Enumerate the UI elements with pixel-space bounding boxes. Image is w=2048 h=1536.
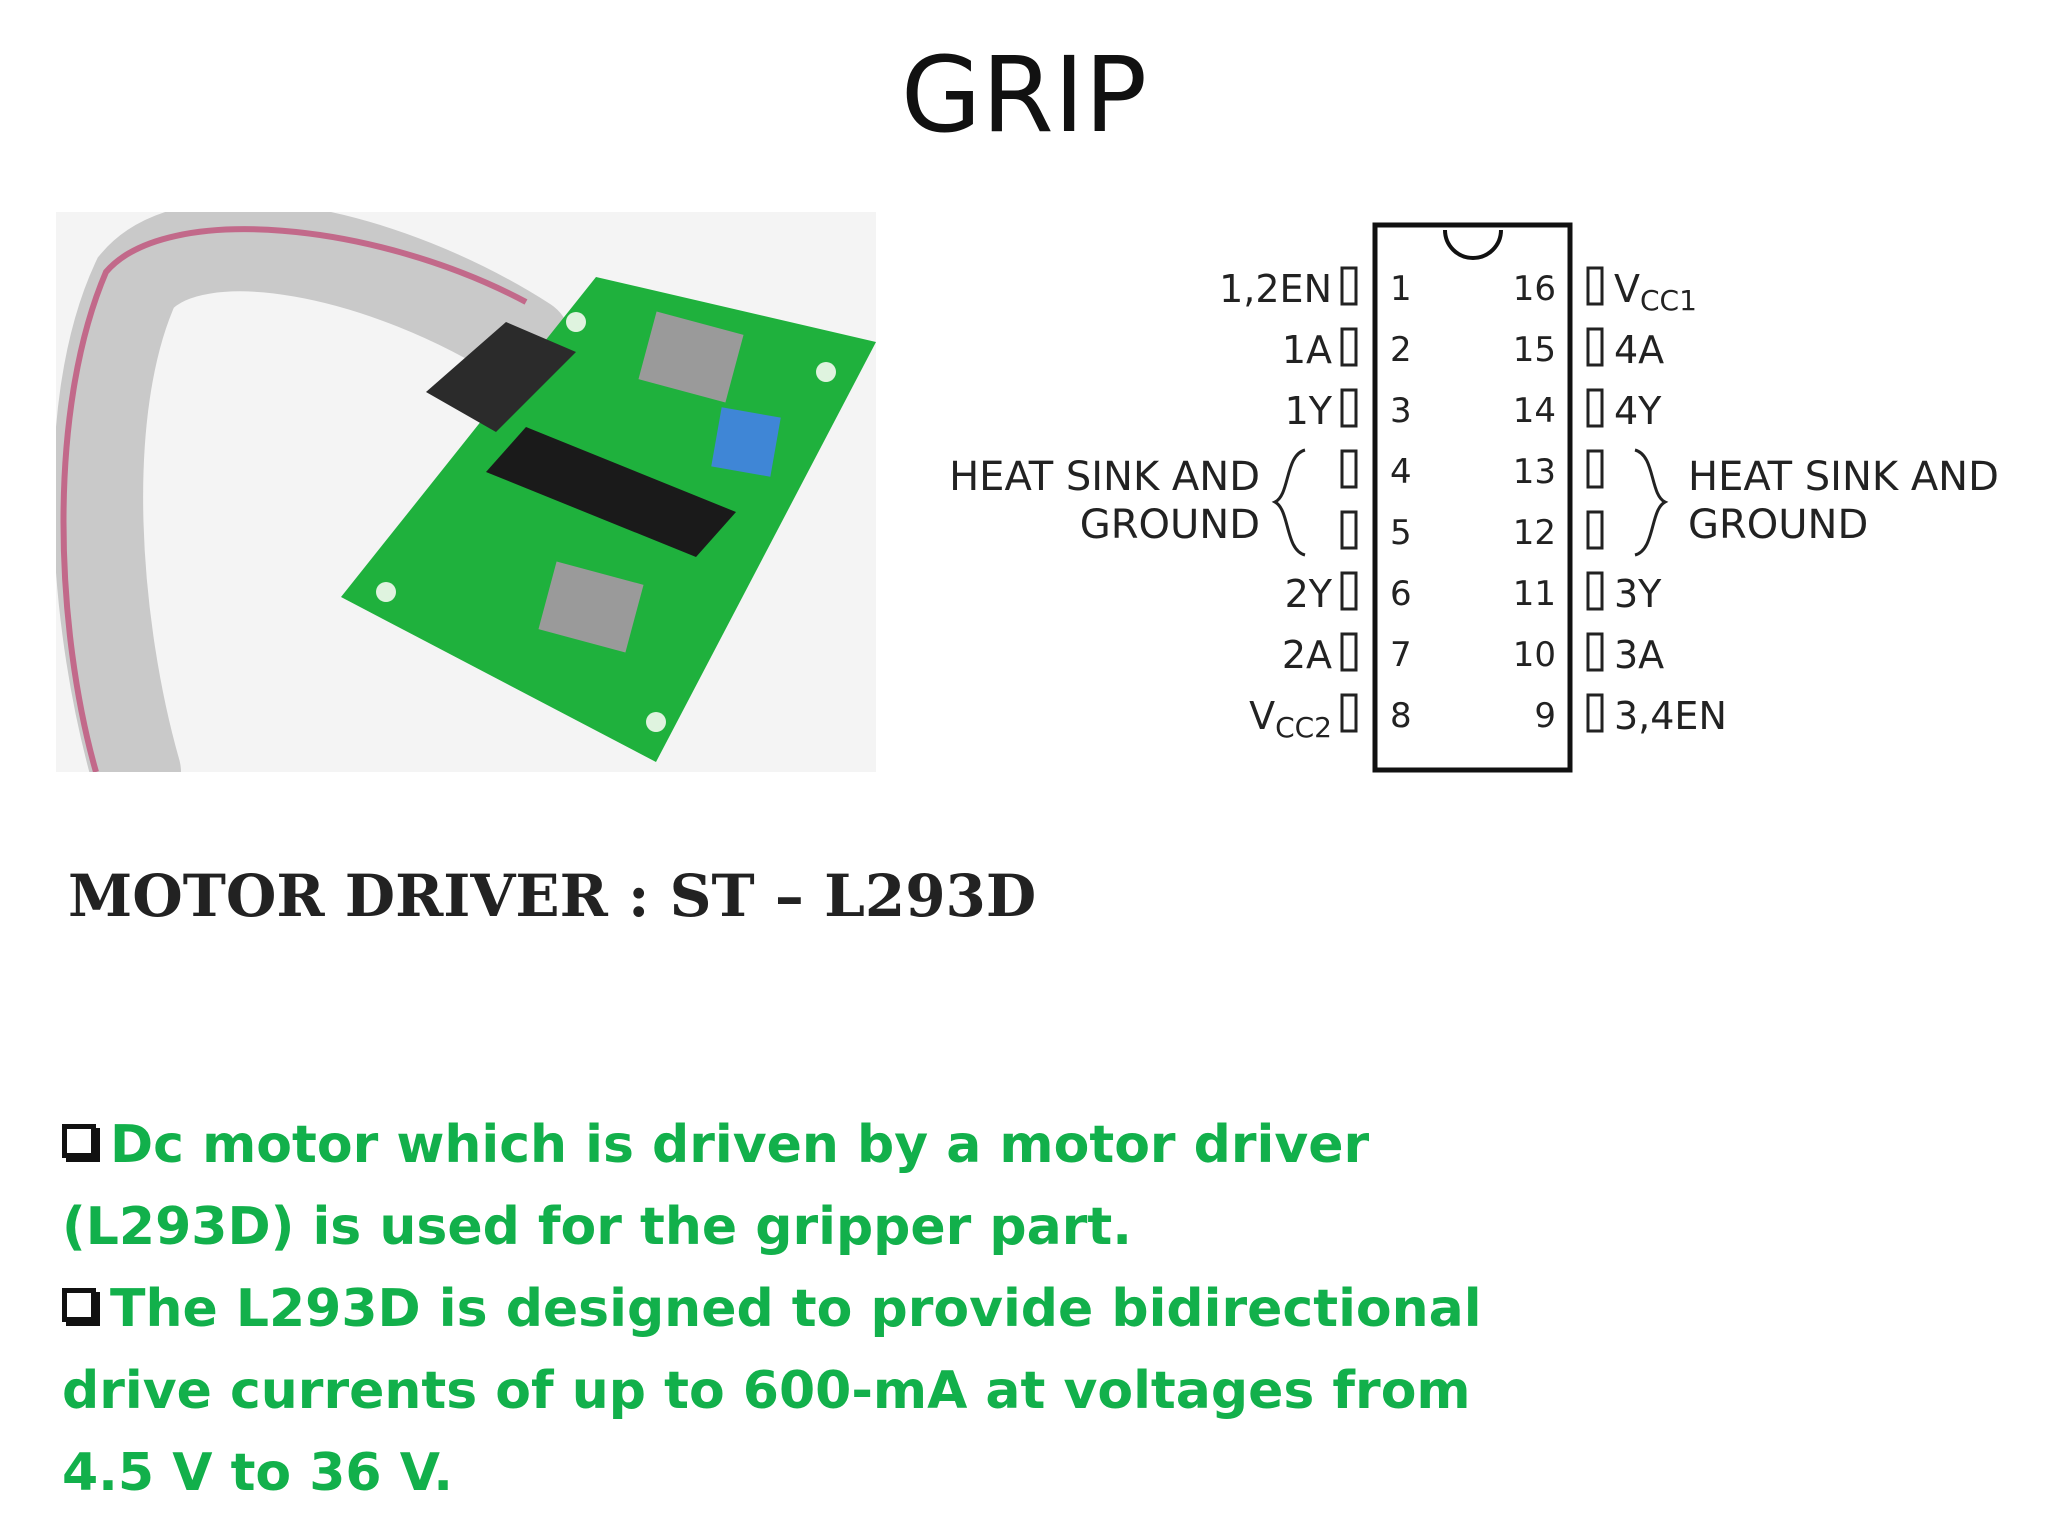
pin-label: 2Y [1285,572,1333,616]
pin-box-left [1340,388,1358,428]
heat-sink-left-line2: GROUND [1080,502,1260,548]
pin-box-left [1340,266,1358,306]
pin-label: 3Y [1614,572,1662,616]
pin-label: 1A [1282,328,1332,372]
pin-label: 3,4EN [1614,694,1727,738]
pin-box-right [1586,266,1604,306]
pin-label: 2A [1282,633,1332,677]
pin-box-left [1340,327,1358,367]
pin-number: 6 [1390,574,1412,614]
pin-label: 1,2EN [1219,267,1332,311]
pin-number: 1 [1390,269,1412,309]
pin-box-left [1340,632,1358,672]
pin-box-right [1586,632,1604,672]
brace-left [1271,448,1306,557]
pin-box-right [1586,693,1604,733]
pin-number: 12 [1513,513,1556,553]
bullet-item-1: Dc motor which is driven by a motor driv… [62,1104,1562,1268]
l293d-pinout-diagram: 1 1,2EN 2 1A 3 1Y 4 5 6 2Y 7 2A 8 VCC2 16 VCC1 15 4A 14 4Y 1… [949,222,1999,773]
pin-box-left [1340,693,1358,733]
pin-box-right [1586,510,1604,550]
pin-number: 14 [1513,391,1556,431]
checkbox-bullet-icon [62,1288,96,1322]
ic-notch [1443,229,1503,260]
heat-sink-right-line2: GROUND [1688,502,1868,548]
pin-box-left [1340,449,1358,489]
pin-label: 4Y [1614,389,1662,433]
brace-right [1634,448,1669,557]
pin-number: 15 [1513,330,1556,370]
pin-number: 2 [1390,330,1412,370]
subtitle-motor-driver: MOTOR DRIVER : ST – L293D [68,862,1037,930]
bullet-item-2: The L293D is designed to provide bidirec… [62,1268,1562,1514]
pin-box-right [1586,327,1604,367]
pin-number: 13 [1513,452,1556,492]
pin-number: 8 [1390,696,1412,736]
pin-box-right [1586,571,1604,611]
heat-sink-right-line1: HEAT SINK AND [1688,454,1999,500]
pin-number: 4 [1390,452,1412,492]
pin-label: VCC1 [1614,267,1697,317]
ic-body [1372,222,1573,773]
pin-label: 1Y [1285,389,1333,433]
pin-box-left [1340,510,1358,550]
motor-driver-board-photo [56,212,876,772]
pin-label: 4A [1614,328,1664,372]
pin-number: 9 [1534,696,1556,736]
pin-box-right [1586,449,1604,489]
pin-box-left [1340,571,1358,611]
pin-label: VCC2 [1249,694,1332,744]
pin-number: 5 [1390,513,1412,553]
slide-title: GRIP [900,34,1148,156]
bullet-list: Dc motor which is driven by a motor driv… [62,1104,1562,1514]
pin-number: 3 [1390,391,1412,431]
pin-box-right [1586,388,1604,428]
pin-number: 16 [1513,269,1556,309]
checkbox-bullet-icon [62,1124,96,1158]
bullet-text-1: Dc motor which is driven by a motor driv… [62,1115,1370,1257]
heat-sink-left-line1: HEAT SINK AND [949,454,1260,500]
bullet-text-2: The L293D is designed to provide bidirec… [62,1279,1482,1503]
pin-number: 10 [1513,635,1556,675]
pin-number: 11 [1513,574,1556,614]
pin-number: 7 [1390,635,1412,675]
pin-label: 3A [1614,633,1664,677]
